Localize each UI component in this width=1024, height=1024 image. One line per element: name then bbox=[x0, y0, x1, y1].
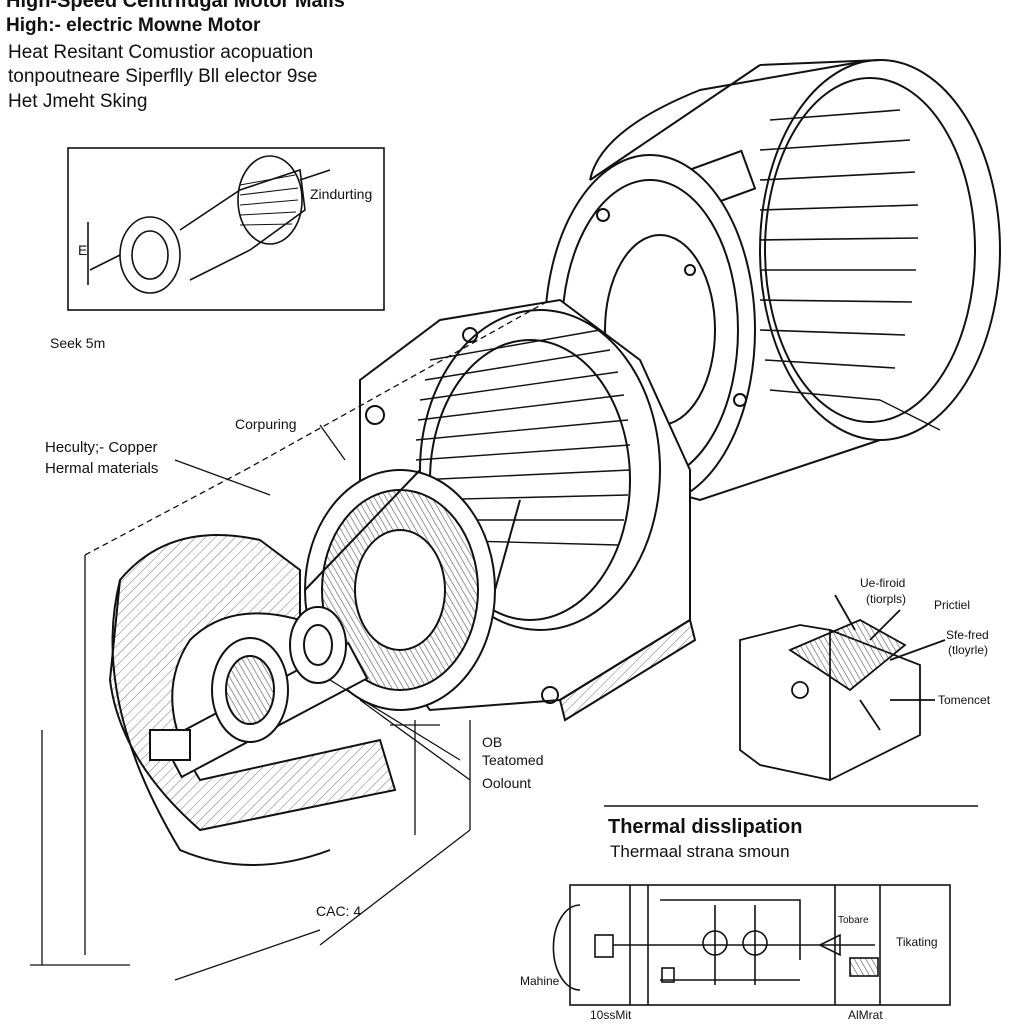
inset-label-e: E bbox=[78, 242, 88, 258]
terminal-label-firoid-sub: (tiorpls) bbox=[866, 592, 907, 606]
dimension-lines bbox=[30, 299, 941, 981]
subtitle-line-1: Heat Resitant Comustior acopuation bbox=[8, 42, 314, 63]
callout-copper-1: Heculty;- Copper bbox=[45, 439, 158, 456]
callout-oolount: Oolount bbox=[482, 775, 532, 791]
thermal-label-bottom-right: AlMrat bbox=[848, 1008, 883, 1022]
callout-teatomed: Teatomed bbox=[482, 752, 544, 768]
rotor-assembly bbox=[304, 469, 521, 711]
subtitle-line-2: tonpoutneare Siperflly Bll elector 9se bbox=[8, 66, 318, 87]
terminal-label-prictiel: Prictiel bbox=[934, 598, 971, 612]
inset-label-zindurting: Zindurting bbox=[310, 186, 373, 202]
thermal-label-tobare: Tobare bbox=[838, 915, 869, 926]
subtitle-line-3: Het Jmeht Sking bbox=[8, 91, 148, 112]
shaft-bearing bbox=[149, 606, 369, 779]
inset-detail bbox=[67, 147, 385, 311]
thermal-heading: Thermal disslipation bbox=[608, 816, 803, 838]
thermal-subheading: Thermaal strana smoun bbox=[610, 842, 790, 861]
callout-copper-2: Hermal materials bbox=[45, 460, 159, 477]
terminal-block bbox=[739, 594, 946, 782]
callout-cac: CAC: 4 bbox=[316, 903, 362, 919]
terminal-label-tomencet: Tomencet bbox=[938, 693, 991, 707]
thermal-schematic bbox=[552, 805, 978, 1006]
thermal-label-mahine: Mahine bbox=[520, 974, 560, 988]
terminal-label-sfe: Sfe-fred bbox=[946, 628, 989, 642]
inset-caption: Seek 5m bbox=[50, 335, 106, 351]
thermal-label-bottom-left: 10ssMit bbox=[590, 1008, 632, 1022]
title-line-2: High:- electric Mowne Motor bbox=[6, 15, 261, 36]
terminal-label-firoid: Ue-firoid bbox=[860, 576, 906, 590]
callout-ob: OB bbox=[482, 734, 503, 750]
terminal-label-sfe-sub: (tloyrle) bbox=[948, 643, 989, 657]
thermal-label-tikating: Tikating bbox=[896, 935, 938, 949]
callout-corpuring: Corpuring bbox=[235, 416, 297, 432]
title-line-1: High-Speed Centrifugal Motor Mails bbox=[6, 0, 345, 12]
